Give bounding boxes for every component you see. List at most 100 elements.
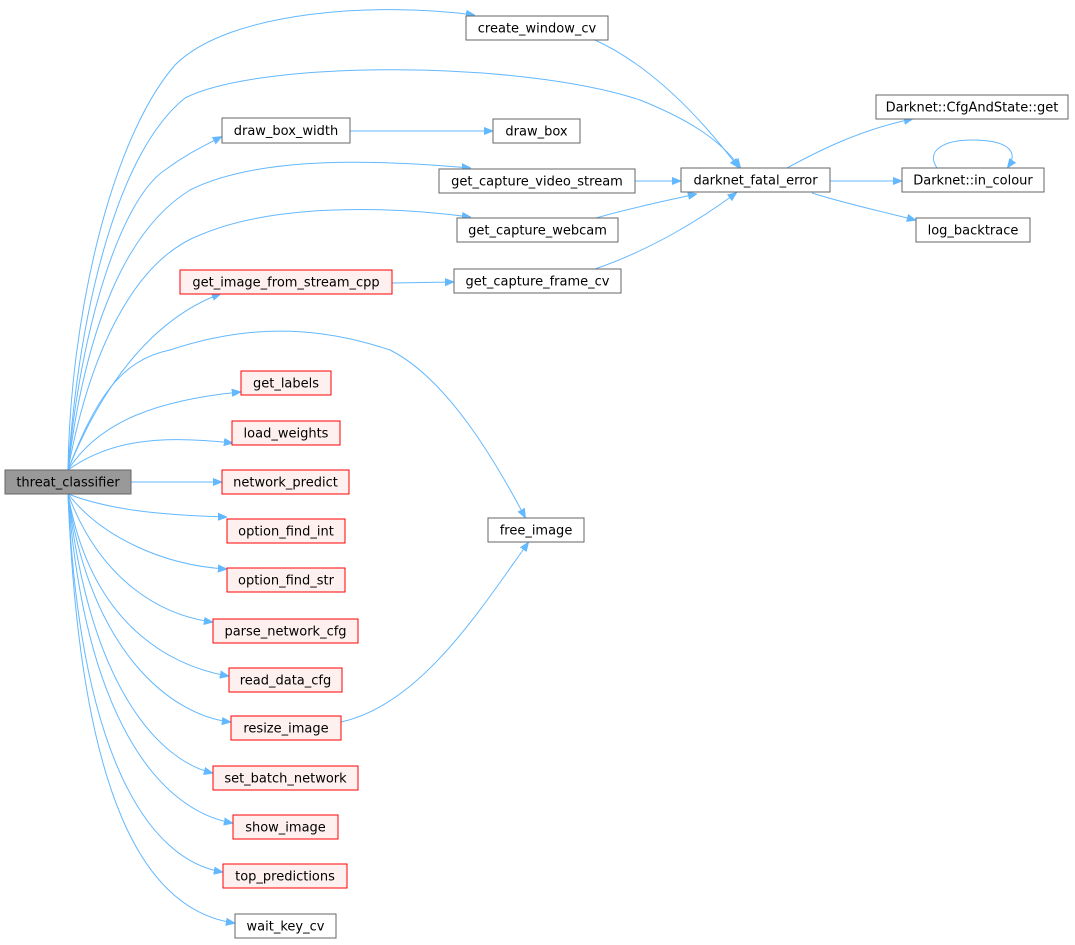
node-box[interactable]	[4, 469, 132, 495]
node-show_image[interactable]: show_image	[232, 814, 339, 840]
edge-threat_classifier-to-free_image	[67, 330, 525, 517]
node-box[interactable]	[680, 167, 831, 193]
node-label: Darknet::in_colour	[913, 174, 1033, 189]
node-network_predict[interactable]: network_predict	[221, 469, 350, 495]
node-get_image_from_stream_cpp[interactable]: get_image_from_stream_cpp	[179, 269, 393, 295]
edge-in_colour-to-in_colour	[932, 139, 1012, 168]
edge-threat_classifier-to-set_batch_network	[67, 493, 212, 773]
node-label: show_image	[245, 821, 326, 836]
node-top_predictions[interactable]: top_predictions	[222, 863, 348, 889]
edge-threat_classifier-to-show_image	[67, 493, 232, 823]
node-box[interactable]	[179, 269, 393, 295]
node-box[interactable]	[915, 217, 1031, 243]
node-label: option_find_str	[238, 574, 335, 589]
node-box[interactable]	[230, 715, 342, 741]
node-log_backtrace[interactable]: log_backtrace	[915, 217, 1031, 243]
edge-threat_classifier-to-get_capture_webcam	[67, 209, 470, 471]
edge-get_capture_frame_cv-to-darknet_fatal_error	[594, 193, 736, 270]
node-box[interactable]	[901, 167, 1045, 193]
edge-get_image_from_stream_cpp-to-get_capture_frame_cv	[391, 282, 453, 283]
node-label: resize_image	[243, 722, 328, 737]
node-parse_network_cfg[interactable]: parse_network_cfg	[212, 618, 359, 644]
node-label: Darknet::CfgAndState::get	[886, 101, 1059, 116]
node-box[interactable]	[221, 117, 351, 144]
node-box[interactable]	[487, 517, 585, 543]
node-label: set_batch_network	[224, 772, 347, 787]
node-box[interactable]	[212, 765, 359, 791]
node-box[interactable]	[232, 814, 339, 840]
node-wait_key_cv[interactable]: wait_key_cv	[234, 913, 337, 939]
node-label: network_predict	[233, 476, 338, 491]
node-box[interactable]	[875, 94, 1069, 120]
node-label: create_window_cv	[478, 22, 597, 37]
node-label: option_find_int	[238, 525, 334, 540]
node-get_capture_webcam[interactable]: get_capture_webcam	[456, 217, 619, 243]
edge-threat_classifier-to-create_window_cv	[67, 9, 474, 471]
edge-threat_classifier-to-get_capture_video_stream	[67, 161, 470, 471]
edge-get_capture_webcam-to-darknet_fatal_error	[595, 194, 696, 219]
node-cfg_get[interactable]: Darknet::CfgAndState::get	[875, 94, 1069, 120]
node-box[interactable]	[438, 168, 636, 194]
edge-threat_classifier-to-wait_key_cv	[67, 493, 234, 923]
node-get_capture_frame_cv[interactable]: get_capture_frame_cv	[453, 268, 622, 294]
node-label: get_capture_webcam	[468, 224, 607, 239]
node-draw_box[interactable]: draw_box	[492, 118, 581, 144]
node-load_weights[interactable]: load_weights	[231, 420, 341, 446]
node-label: darknet_fatal_error	[693, 174, 818, 189]
edge-threat_classifier-to-top_predictions	[67, 493, 222, 872]
node-get_labels[interactable]: get_labels	[240, 370, 332, 396]
node-box[interactable]	[240, 370, 332, 396]
node-label: log_backtrace	[928, 224, 1019, 239]
node-label: get_image_from_stream_cpp	[192, 276, 379, 291]
node-box[interactable]	[226, 518, 346, 544]
node-get_capture_video_stream[interactable]: get_capture_video_stream	[438, 168, 636, 194]
node-free_image[interactable]: free_image	[487, 517, 585, 543]
node-label: draw_box	[505, 125, 568, 140]
node-label: get_labels	[253, 377, 319, 392]
node-label: get_capture_video_stream	[451, 175, 623, 190]
node-label: get_capture_frame_cv	[466, 275, 610, 290]
edge-threat_classifier-to-option_find_str	[67, 493, 226, 569]
edge-darknet_fatal_error-to-log_backtrace	[811, 192, 915, 220]
node-box[interactable]	[228, 667, 343, 693]
node-create_window_cv[interactable]: create_window_cv	[465, 15, 609, 41]
node-label: top_predictions	[235, 870, 335, 885]
node-darknet_fatal_error[interactable]: darknet_fatal_error	[680, 167, 831, 193]
node-box[interactable]	[231, 420, 341, 446]
node-label: parse_network_cfg	[224, 625, 346, 640]
edge-threat_classifier-to-option_find_int	[67, 493, 226, 517]
nodes-layer: threat_classifier create_window_cv draw_bo…	[4, 15, 1069, 939]
node-label: draw_box_width	[234, 124, 339, 139]
node-option_find_str[interactable]: option_find_str	[226, 567, 346, 593]
node-label: read_data_cfg	[240, 674, 332, 689]
node-draw_box_width[interactable]: draw_box_width	[221, 117, 351, 144]
edge-darknet_fatal_error-to-cfg_get	[786, 119, 912, 169]
node-box[interactable]	[453, 268, 622, 294]
node-set_batch_network[interactable]: set_batch_network	[212, 765, 359, 791]
node-box[interactable]	[456, 217, 619, 243]
edge-threat_classifier-to-load_weights	[67, 440, 232, 471]
edge-threat_classifier-to-get_image_from_stream_cpp	[67, 294, 220, 471]
node-label: threat_classifier	[16, 476, 120, 491]
node-box[interactable]	[226, 567, 346, 593]
edges-layer	[67, 9, 1012, 923]
edge-threat_classifier-to-darknet_fatal_error	[67, 69, 740, 471]
node-label: free_image	[500, 524, 573, 539]
node-box[interactable]	[221, 469, 350, 495]
node-box[interactable]	[234, 913, 337, 939]
node-box[interactable]	[222, 863, 348, 889]
node-box[interactable]	[465, 15, 609, 41]
edge-threat_classifier-to-read_data_cfg	[67, 493, 228, 676]
edge-threat_classifier-to-parse_network_cfg	[67, 493, 212, 622]
node-label: wait_key_cv	[247, 920, 325, 935]
node-read_data_cfg[interactable]: read_data_cfg	[228, 667, 343, 693]
node-threat_classifier[interactable]: threat_classifier	[4, 469, 132, 495]
node-box[interactable]	[212, 618, 359, 644]
edge-create_window_cv-to-darknet_fatal_error	[594, 39, 738, 167]
node-option_find_int[interactable]: option_find_int	[226, 518, 346, 544]
node-box[interactable]	[492, 118, 581, 144]
node-in_colour[interactable]: Darknet::in_colour	[901, 167, 1045, 193]
node-resize_image[interactable]: resize_image	[230, 715, 342, 741]
edge-threat_classifier-to-resize_image	[67, 493, 230, 722]
